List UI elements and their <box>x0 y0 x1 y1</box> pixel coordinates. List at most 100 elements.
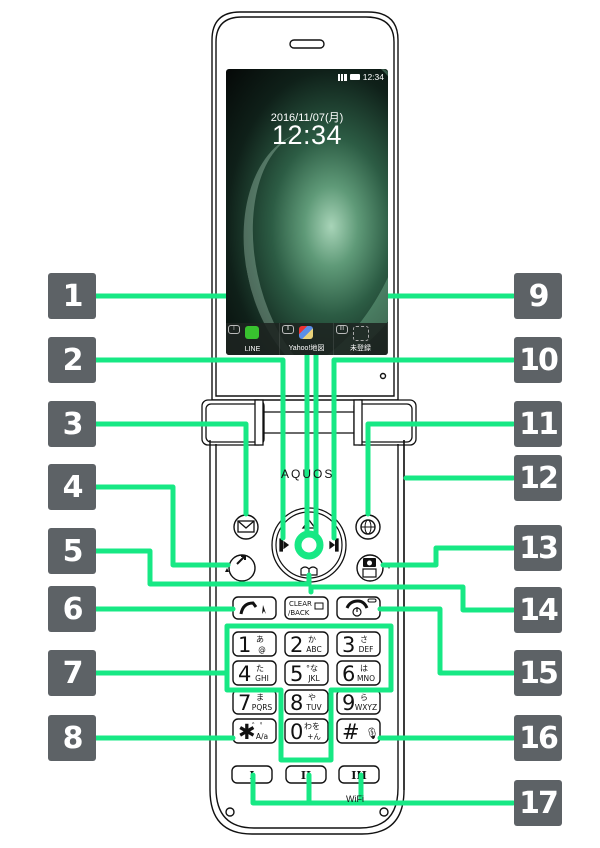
center-key-highlight[interactable] <box>294 530 324 560</box>
callout-label-9: 9 <box>514 273 562 319</box>
dial-key-number: 3 <box>342 633 355 657</box>
slot-key-badge: II <box>282 325 294 334</box>
call-key[interactable] <box>232 596 277 620</box>
dial-key-letters: A/a <box>256 732 268 741</box>
mail-icon <box>237 520 255 533</box>
shortcut-app-bar: I LINE II Yahoo!地図 III 未登録 <box>226 323 388 355</box>
dial-key-number: 6 <box>342 662 355 686</box>
callout-label-10: 10 <box>514 337 562 383</box>
callout-label-2: 2 <box>48 337 96 383</box>
callout-label-11: 11 <box>514 401 562 447</box>
dial-key-number: 2 <box>290 633 303 657</box>
dial-key-kana: は <box>360 664 368 673</box>
dial-key-kana: か <box>308 635 316 644</box>
dial-key-kana: さ <box>360 635 368 644</box>
signal-icon <box>337 73 347 81</box>
mail-key[interactable] <box>233 514 259 540</box>
dial-key-letters: MNO <box>357 674 375 683</box>
dial-key-kana: ら <box>360 693 368 702</box>
app-slot-1[interactable]: I LINE <box>226 323 280 355</box>
right-key-icon[interactable] <box>329 538 339 552</box>
earpiece <box>289 39 325 49</box>
clear-label: CLEAR <box>289 600 312 608</box>
app-label: 未登録 <box>350 345 371 352</box>
callout-label-17: 17 <box>514 780 562 826</box>
dial-key-number: 4 <box>238 662 251 686</box>
dial-key-number: 5 <box>290 662 303 686</box>
leader-14 <box>308 584 516 613</box>
dial-key-kana: ま <box>256 693 264 702</box>
lockscreen-date: 2016/11/07(月) <box>270 112 344 124</box>
dial-key-hash[interactable]: #🎙 <box>336 718 381 744</box>
callout-label-14: 14 <box>514 587 562 633</box>
sensor-dot <box>379 372 387 380</box>
dial-key-letters: JKL <box>307 674 320 683</box>
leader-7b <box>224 670 394 763</box>
moji-key[interactable] <box>225 554 256 582</box>
shortcut-key-2[interactable]: II <box>285 765 327 784</box>
dial-key-number: 7 <box>238 691 251 715</box>
cursor-icon <box>262 605 266 614</box>
phone-icon <box>239 601 258 615</box>
app-slot-2[interactable]: II Yahoo!地図 <box>280 323 334 355</box>
line-app-icon <box>245 326 259 339</box>
shortcut-key-label: II <box>301 769 311 782</box>
leader-5 <box>93 548 312 587</box>
empty-slot-icon <box>353 326 369 341</box>
leader-15 <box>377 606 516 676</box>
end-power-key[interactable] <box>336 596 381 620</box>
tv-icon <box>362 568 377 578</box>
dial-key-letters: +ん <box>307 732 321 741</box>
dial-key-kana: °な <box>306 664 318 673</box>
dial-key-letters: GHI <box>255 674 269 683</box>
screw-left <box>225 807 235 817</box>
slot-key-badge: III <box>336 325 348 334</box>
upper-housing <box>211 11 399 401</box>
leader-10 <box>331 357 516 541</box>
callout-label-13: 13 <box>514 525 562 571</box>
app-slot-3[interactable]: III 未登録 <box>334 323 388 355</box>
arrow-icon <box>236 555 246 565</box>
yahoo-map-icon <box>299 326 313 339</box>
dial-key-kana: わを <box>304 722 320 731</box>
slot-key-badge: I <box>228 325 240 334</box>
lockscreen-clock: 12:34 <box>271 120 343 150</box>
status-bar: 12:34 <box>337 72 384 82</box>
aquos-logo: AQUOS <box>281 467 335 481</box>
camera-tv-key[interactable] <box>356 554 391 582</box>
leader-7 <box>93 623 394 693</box>
clear-back-key[interactable]: CLEAR /BACK <box>284 596 329 620</box>
callout-label-4: 4 <box>48 464 96 510</box>
dial-key-letters: WXYZ <box>355 703 377 712</box>
dial-key-letters: @ <box>258 645 266 654</box>
internet-key[interactable] <box>355 514 381 540</box>
dial-key-kana: ゛゜ <box>252 722 268 731</box>
dial-key-kana: や <box>308 693 316 702</box>
leader-2 <box>93 357 286 541</box>
dial-key-star[interactable]: ✱゛゜A/a <box>232 718 277 744</box>
triangle-up-icon <box>225 568 229 572</box>
callout-label-1: 1 <box>48 273 96 319</box>
callout-label-15: 15 <box>514 650 562 696</box>
battery-icon <box>349 74 360 80</box>
callout-label-6: 6 <box>48 586 96 632</box>
dial-key-letters: ABC <box>306 645 321 654</box>
dial-key-number: 8 <box>290 691 303 715</box>
dial-key-number: # <box>342 720 360 744</box>
leader-lines <box>93 293 516 806</box>
leader-13 <box>380 545 516 568</box>
dial-key-kana: た <box>256 664 264 673</box>
leader-3 <box>93 421 249 517</box>
